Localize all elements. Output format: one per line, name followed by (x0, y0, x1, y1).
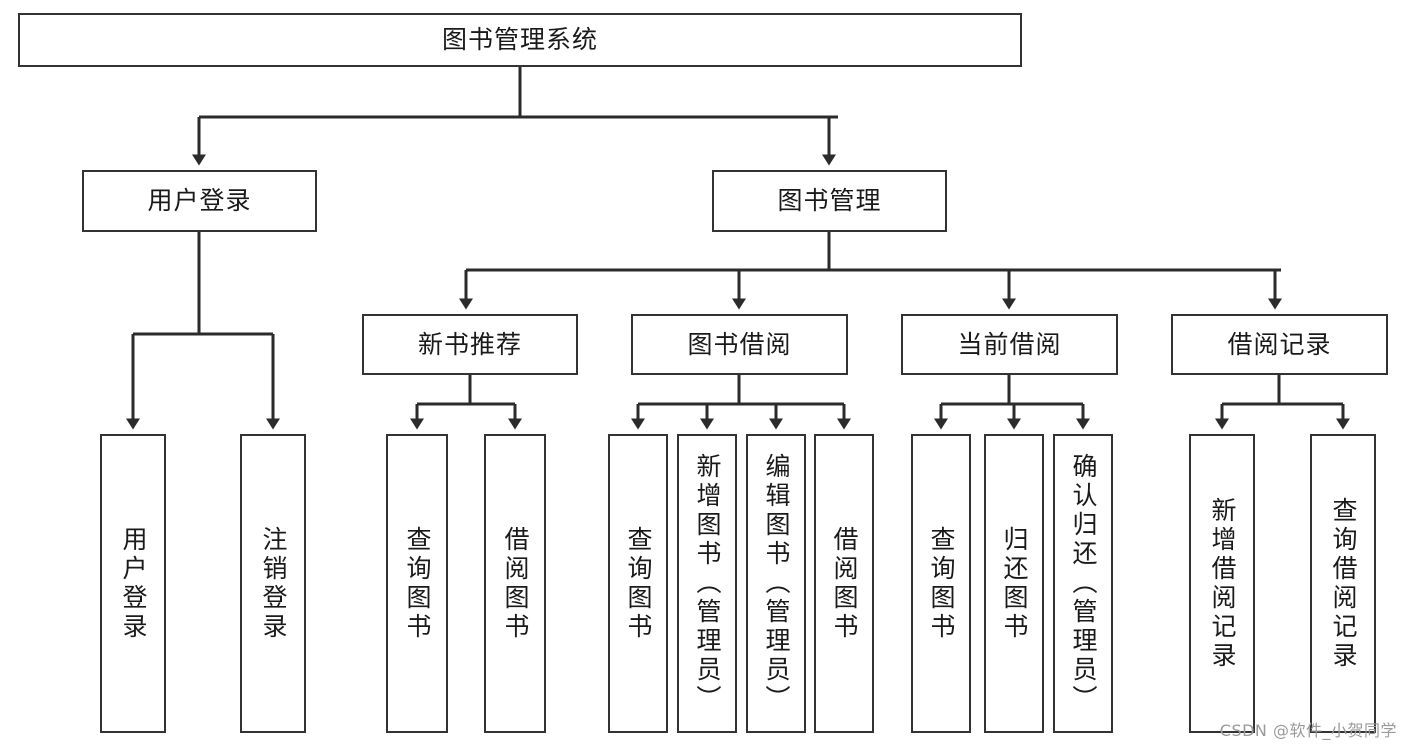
leaf-node-label: 用户登录 (119, 525, 148, 642)
node-user-login-label: 用户登录 (147, 186, 252, 216)
leaf-node[interactable]: 编辑图书（管理员） (746, 434, 806, 733)
edges-newbook-to-leaves (410, 375, 522, 430)
leaf-node[interactable]: 查询图书 (608, 434, 668, 733)
edges-root-to-level2 (192, 67, 838, 166)
leaf-node-label: 查询图书 (403, 525, 432, 642)
node-user-login[interactable]: 用户登录 (82, 170, 317, 232)
leaf-node-label: 查询图书 (624, 525, 653, 642)
node-book-borrow-label: 图书借阅 (687, 329, 792, 359)
leaf-node[interactable]: 借阅图书 (484, 434, 546, 733)
node-current-borrow[interactable]: 当前借阅 (901, 314, 1118, 375)
node-new-book-recommend-label: 新书推荐 (417, 329, 522, 359)
node-new-book-recommend[interactable]: 新书推荐 (362, 314, 578, 375)
leaf-node[interactable]: 新增图书（管理员） (677, 434, 737, 733)
leaf-node[interactable]: 注销登录 (240, 434, 306, 733)
leaf-node-label: 查询图书 (927, 525, 956, 642)
node-book-management-label: 图书管理 (777, 186, 882, 216)
node-current-borrow-label: 当前借阅 (957, 329, 1062, 359)
node-root-label: 图书管理系统 (441, 25, 598, 55)
leaf-node-label: 归还图书 (1000, 525, 1029, 642)
edges-current-to-leaves (934, 375, 1090, 430)
leaf-node-label: 查询借阅记录 (1329, 496, 1358, 671)
leaf-node[interactable]: 确认归还（管理员） (1053, 434, 1113, 733)
edges-userlogin-to-leaves (126, 232, 280, 430)
leaf-node[interactable]: 查询图书 (386, 434, 448, 733)
node-root[interactable]: 图书管理系统 (18, 13, 1022, 67)
edges-borrow-to-leaves (631, 375, 851, 430)
leaf-node[interactable]: 归还图书 (984, 434, 1044, 733)
leaf-node-label: 新增图书（管理员） (693, 453, 722, 714)
leaf-node-label: 注销登录 (259, 525, 288, 642)
node-borrow-records-label: 借阅记录 (1227, 329, 1332, 359)
node-borrow-records[interactable]: 借阅记录 (1171, 314, 1388, 375)
leaf-node[interactable]: 新增借阅记录 (1189, 434, 1255, 733)
leaf-node-label: 借阅图书 (501, 525, 530, 642)
node-book-management[interactable]: 图书管理 (712, 170, 947, 232)
leaf-node[interactable]: 查询图书 (911, 434, 971, 733)
node-book-borrow[interactable]: 图书借阅 (631, 314, 848, 375)
leaf-node[interactable]: 借阅图书 (814, 434, 874, 733)
leaf-node-label: 确认归还（管理员） (1069, 453, 1098, 714)
leaf-node-label: 新增借阅记录 (1208, 496, 1237, 671)
edges-bookmgmt-to-level3 (459, 232, 1282, 310)
leaf-node-label: 编辑图书（管理员） (762, 453, 791, 714)
leaf-node[interactable]: 用户登录 (100, 434, 166, 733)
edges-records-to-leaves (1215, 375, 1350, 430)
leaf-node-label: 借阅图书 (830, 525, 859, 642)
leaf-node[interactable]: 查询借阅记录 (1310, 434, 1376, 733)
